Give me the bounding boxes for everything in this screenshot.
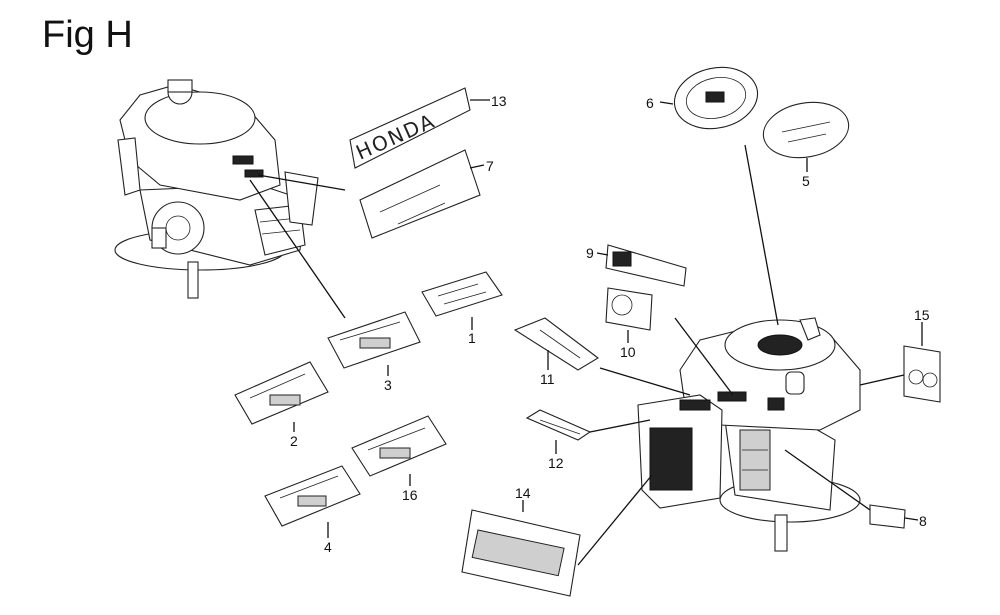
callout-numbers: 13 7 6 5 9 10 15 1 3 11 2 12 16 14 8 4 — [290, 93, 930, 555]
callout-2: 2 — [290, 433, 298, 449]
part-8-small-label — [869, 504, 906, 529]
part-11-strip-label — [513, 317, 599, 371]
engine-right — [637, 317, 861, 552]
engine-left — [114, 79, 319, 299]
callout-11: 11 — [540, 371, 555, 387]
part-12-strip-label — [525, 409, 592, 441]
callout-16: 16 — [402, 487, 418, 503]
callout-8: 8 — [919, 513, 927, 529]
callout-9: 9 — [586, 245, 594, 261]
callout-12: 12 — [548, 455, 564, 471]
callout-10: 10 — [620, 344, 636, 360]
callout-4: 4 — [324, 539, 332, 555]
callout-14: 14 — [515, 485, 531, 501]
part-14-air-cleaner-label — [461, 509, 581, 597]
part-9-manual-label — [605, 244, 687, 287]
figure-title: Fig H — [42, 14, 133, 56]
part-15-side-label — [903, 345, 941, 403]
part-10-warning-label — [605, 287, 653, 331]
callout-6: 6 — [646, 95, 654, 111]
part-4-label — [264, 465, 361, 527]
part-7-cover-label — [359, 149, 481, 239]
part-16-label — [351, 415, 447, 477]
callout-7: 7 — [486, 158, 494, 174]
callout-3: 3 — [384, 377, 392, 393]
callout-15: 15 — [914, 307, 930, 323]
part-5-oval-emblem — [762, 101, 850, 159]
callout-1: 1 — [468, 330, 476, 346]
callout-13: 13 — [491, 93, 507, 109]
part-6-oval-emblem — [673, 66, 759, 130]
part-1-label — [421, 271, 503, 317]
callout-5: 5 — [802, 173, 810, 189]
leader-lines — [249, 99, 923, 566]
honda-wordmark: HONDA — [352, 108, 439, 164]
part-2-label — [234, 361, 329, 425]
part-3-label — [327, 311, 421, 369]
